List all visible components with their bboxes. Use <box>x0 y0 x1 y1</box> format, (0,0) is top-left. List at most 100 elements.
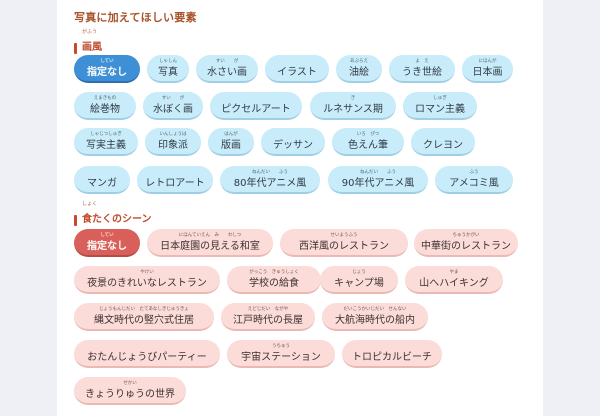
chip-ruby: ちゅうかがい <box>452 233 480 238</box>
chip-label: 80年代アニメ風 <box>233 178 307 189</box>
chip-ruby: えまきもの <box>93 96 117 101</box>
scene-chip[interactable]: うちゅう宇宙ステーション <box>227 340 335 368</box>
chip-label: ルネサンス期 <box>323 104 383 115</box>
style-chip[interactable]: しゃしん写真 <box>147 55 189 83</box>
chip-ruby: せいようふう <box>330 233 358 238</box>
style-chip[interactable]: しゃじつしゅぎ写実主義 <box>74 128 138 156</box>
chip-ruby: しゅぎ <box>433 96 447 101</box>
chip-label: イラスト <box>277 67 317 78</box>
chip-label: トロピカルビーチ <box>352 352 432 363</box>
chip-ruby: すい が <box>215 59 239 64</box>
scene-chip[interactable]: やけい夜景のきれいなレストラン <box>74 266 220 294</box>
chip-ruby: よ え <box>415 59 429 64</box>
section-heading-label: 画風 <box>82 42 102 53</box>
section-marker-icon <box>74 215 77 226</box>
chip-label: 宇宙ステーション <box>241 352 321 363</box>
section-heading-style: がふう 画風 <box>74 29 102 54</box>
style-chip[interactable]: きルネサンス期 <box>310 92 396 120</box>
section-heading-ruby: しょく <box>82 201 98 207</box>
chip-label: 学校の給食 <box>249 278 299 289</box>
section-heading-ruby: がふう <box>82 29 98 35</box>
scene-chip[interactable]: じょうキャンプ場 <box>320 266 398 294</box>
chip-label: レトロアート <box>145 178 205 189</box>
chip-label: ピクセルアート <box>221 104 291 115</box>
chip-label: キャンプ場 <box>334 278 384 289</box>
scene-chip[interactable]: せかいきょうりゅうの世界 <box>74 377 186 405</box>
style-chip[interactable]: ねんだい ふう 90年代アニメ風 <box>328 166 428 194</box>
scene-chip[interactable]: がっこう きゅうしょく学校の給食 <box>227 266 321 294</box>
chip-label: きょうりゅうの世界 <box>85 389 175 400</box>
chip-ruby: うちゅう <box>272 344 290 349</box>
chip-label: 写真 <box>158 67 178 78</box>
scene-chip[interactable]: おたんじょうびパーティー <box>74 340 220 368</box>
style-chip[interactable]: デッサン <box>261 128 325 156</box>
chip-ruby: ねんだい ふう <box>360 170 396 175</box>
chip-label: 指定なし <box>87 67 127 78</box>
chip-label: 日本画 <box>472 67 503 78</box>
scene-chip[interactable]: だいこうかいじだい せんない大航海時代の船内 <box>322 303 428 331</box>
section-heading-label: 食たくのシーン <box>82 214 152 225</box>
chip-ruby: ねんだい ふう <box>252 170 288 175</box>
chip-ruby: いんしょうは <box>159 132 187 137</box>
section-heading-scene: しょく 食たくのシーン <box>74 201 152 226</box>
style-chip-selected[interactable]: してい指定なし <box>74 55 140 83</box>
chip-label: 江戸時代の長屋 <box>233 315 303 326</box>
style-chip[interactable]: いんしょうは印象派 <box>145 128 201 156</box>
chip-label: 色えん筆 <box>348 140 388 151</box>
scene-chip[interactable]: せいようふう西洋風のレストラン <box>280 229 408 257</box>
chip-label: マンガ <box>87 178 117 189</box>
style-chip[interactable]: レトロアート <box>137 166 213 194</box>
scene-chip[interactable]: じょうもんじだい たてあなしきじゅうきょ縄文時代の竪穴式住居 <box>74 303 214 331</box>
chip-ruby: だいこうかいじだい せんない <box>343 307 407 312</box>
scene-chip-selected[interactable]: してい指定なし <box>74 229 140 257</box>
chip-ruby: き <box>350 96 356 101</box>
chip-ruby: えどじだい ながや <box>247 307 289 312</box>
scene-chip[interactable]: にほんていえん み わしつ日本庭園の見える和室 <box>147 229 273 257</box>
chip-ruby: にほんが <box>478 59 497 64</box>
style-chip[interactable]: にほんが日本画 <box>462 55 513 83</box>
chip-label: アメコミ風 <box>449 178 499 189</box>
style-chip[interactable]: マンガ <box>74 166 130 194</box>
style-chip[interactable]: ねんだい ふう 80年代アニメ風 <box>220 166 320 194</box>
chip-ruby: してい <box>100 233 114 238</box>
chip-label: 絵巻物 <box>90 104 120 115</box>
chip-label: 水ぼく画 <box>153 104 193 115</box>
chip-label: 山へハイキング <box>419 278 489 289</box>
chip-label: 大航海時代の船内 <box>335 315 415 326</box>
chip-label: 西洋風のレストラン <box>299 241 389 252</box>
style-chip[interactable]: すい が水さい画 <box>196 55 258 83</box>
chip-ruby: すい が <box>161 96 185 101</box>
scene-chip[interactable]: ちゅうかがい中華街のレストラン <box>414 229 518 257</box>
chip-label: 油絵 <box>349 67 369 78</box>
style-chip[interactable]: はんが版画 <box>208 128 254 156</box>
style-chip[interactable]: いろ ぴつ色えん筆 <box>332 128 404 156</box>
scene-chip[interactable]: えどじだい ながや江戸時代の長屋 <box>221 303 315 331</box>
style-chip[interactable]: すい が水ぼく画 <box>143 92 203 120</box>
chip-label: 90年代アニメ風 <box>341 178 415 189</box>
chip-label: うき世絵 <box>402 67 442 78</box>
chip-label: クレヨン <box>423 140 463 151</box>
style-chip[interactable]: あぶらえ油絵 <box>336 55 382 83</box>
style-chip[interactable]: クレヨン <box>411 128 475 156</box>
style-chip[interactable]: よ えうき世絵 <box>389 55 455 83</box>
style-chip[interactable]: ふうアメコミ風 <box>435 166 513 194</box>
chip-label: 縄文時代の竪穴式住居 <box>94 315 194 326</box>
chip-ruby: せかい <box>123 381 137 386</box>
chip-ruby: やけい <box>140 270 154 275</box>
style-chip[interactable]: イラスト <box>265 55 329 83</box>
scene-chip[interactable]: やま山へハイキング <box>405 266 503 294</box>
style-chip[interactable]: しゅぎロマン主義 <box>403 92 477 120</box>
chip-ruby: あぶらえ <box>350 59 368 64</box>
chip-label: 水さい画 <box>207 67 247 78</box>
style-chip[interactable]: ピクセルアート <box>210 92 302 120</box>
chip-ruby: しゃしん <box>159 59 177 64</box>
chip-label: 夜景のきれいなレストラン <box>87 278 207 289</box>
style-chip[interactable]: えまきもの絵巻物 <box>74 92 136 120</box>
chip-ruby: にほんていえん み わしつ <box>178 233 242 238</box>
chip-ruby: じょう <box>352 270 366 275</box>
chip-label: 指定なし <box>87 241 127 252</box>
section-marker-icon <box>74 43 77 54</box>
chip-label: 日本庭園の見える和室 <box>160 241 260 252</box>
scene-chip[interactable]: トロピカルビーチ <box>342 340 442 368</box>
page-title: 写真に加えてほしい要素 <box>74 11 197 24</box>
